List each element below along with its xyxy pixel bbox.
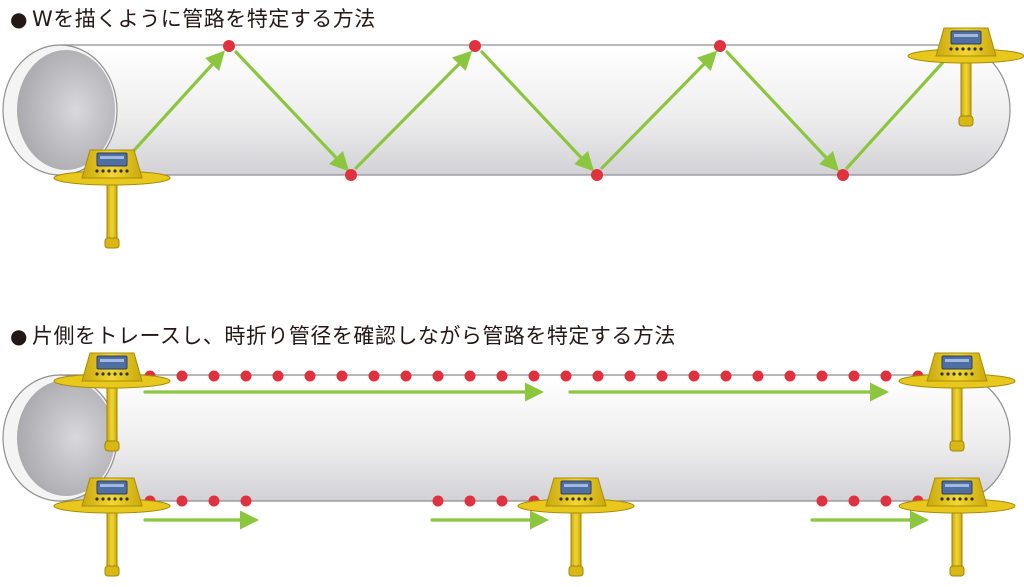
measurement-point-icon [880,495,892,507]
direction-arrow-icon [480,50,595,172]
w-path-points [223,40,849,181]
caption-trace-method: ●片側をトレースし、時折り管径を確認しながら管路を特定する方法 [10,320,676,350]
direction-arrow-icon [725,50,840,172]
direction-arrow-icon [600,50,718,170]
caption-w-method-text: Wを描くように管路を特定する方法 [31,7,376,31]
measurement-point-icon [720,370,732,382]
direction-arrow-icon [234,50,350,172]
measurement-point-icon [304,370,316,382]
measurement-point-icon [345,169,357,181]
measurement-point-icon [528,370,540,382]
measurement-point-icon [656,370,668,382]
measurement-point-icon [240,495,252,507]
measurement-point-icon [464,495,476,507]
w-path-arrows [116,50,947,172]
pipe-bottom [2,374,1011,502]
measurement-point-icon [272,370,284,382]
measurement-point-icon [592,370,604,382]
measurement-point-icon [591,169,603,181]
measurement-point-icon [496,495,508,507]
caption-w-method: ●Wを描くように管路を特定する方法 [10,3,376,33]
pipe-bottom-inner [17,380,115,496]
measurement-point-icon [880,370,892,382]
measurement-point-icon [223,40,235,52]
measurement-point-icon [816,370,828,382]
direction-arrow-icon [354,50,473,170]
measurement-point-icon [816,495,828,507]
measurement-point-icon [208,495,220,507]
direction-arrow-icon [116,50,226,170]
measurement-point-icon [784,370,796,382]
measurement-point-icon [688,370,700,382]
measurement-point-icon [432,495,444,507]
measurement-point-icon [176,370,188,382]
measurement-point-icon [714,40,726,52]
measurement-point-icon [496,370,508,382]
measurement-point-icon [208,370,220,382]
measurement-point-icon [848,495,860,507]
measurement-point-icon [400,370,412,382]
direction-line [845,58,947,170]
upper-trace-points [144,370,924,382]
bullet-icon: ● [10,324,28,348]
measurement-point-icon [240,370,252,382]
caption-trace-method-text: 片側をトレースし、時折り管径を確認しながら管路を特定する方法 [31,324,676,348]
bullet-icon: ● [10,7,28,31]
measurement-point-icon [624,370,636,382]
measurement-point-icon [176,495,188,507]
measurement-point-icon [752,370,764,382]
measurement-point-icon [560,370,572,382]
pipe-top-inner [17,50,115,170]
measurement-point-icon [368,370,380,382]
measurement-point-icon [469,40,481,52]
measurement-point-icon [848,370,860,382]
measurement-point-icon [432,370,444,382]
measurement-point-icon [464,370,476,382]
measurement-point-icon [336,370,348,382]
measurement-point-icon [837,169,849,181]
